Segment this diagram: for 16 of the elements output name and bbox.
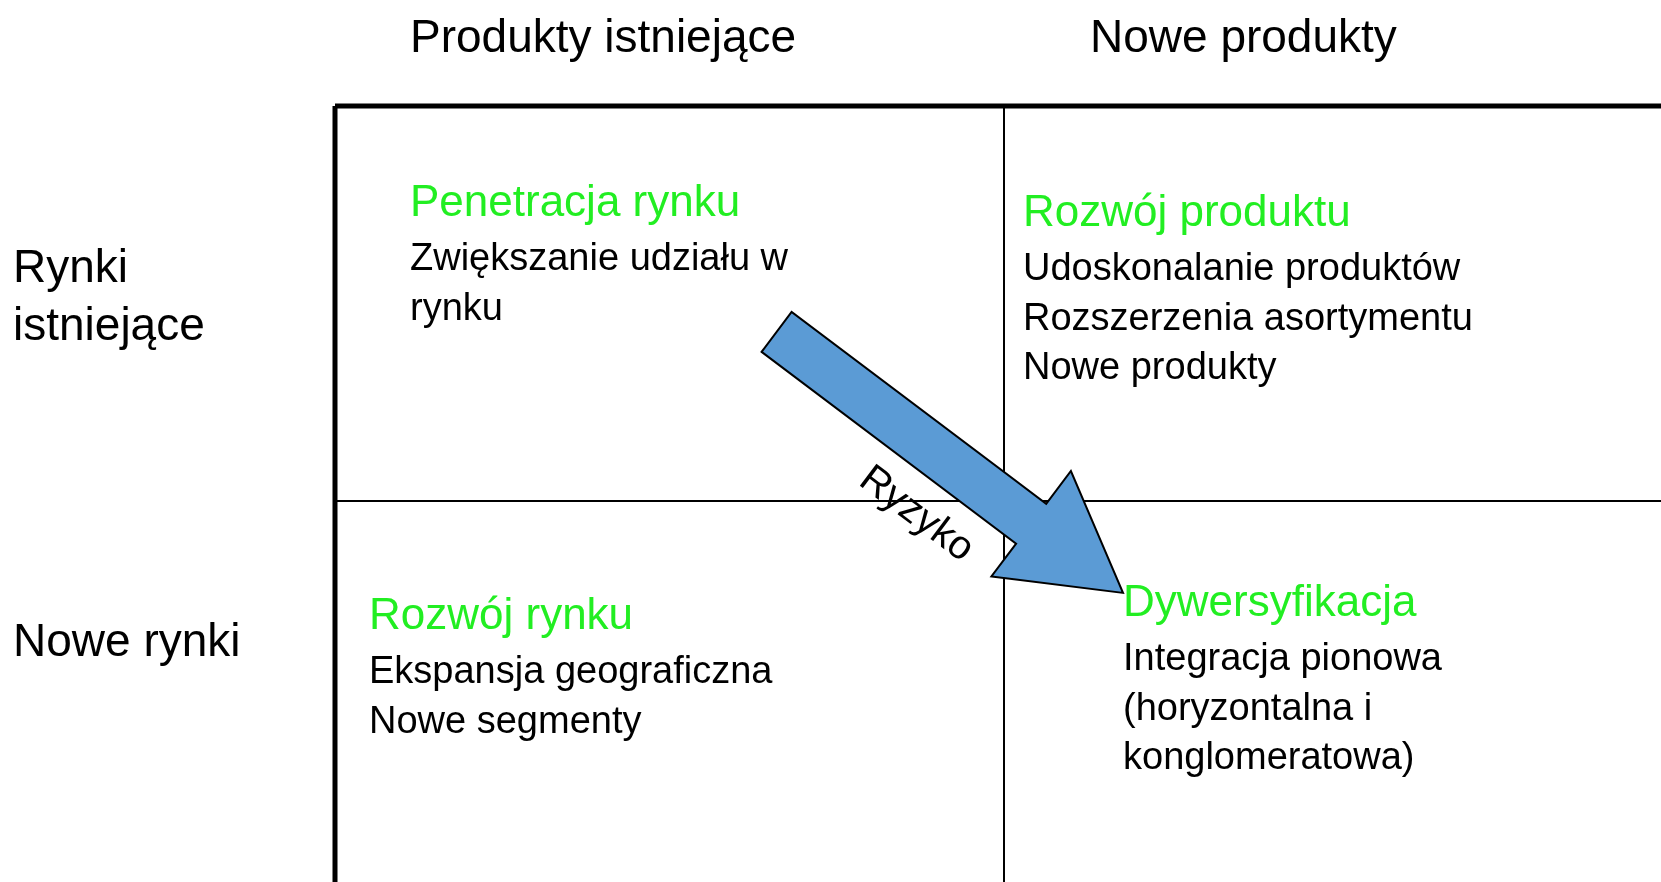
strategy-item: Zwiększanie udziału w rynku — [410, 235, 790, 330]
block-arrow — [760, 310, 1125, 595]
column-header: Produkty istniejące — [410, 9, 797, 64]
row-header: Rynki istniejące — [13, 239, 206, 352]
strategy-item: Nowe produkty — [1023, 343, 1278, 389]
strategy-item: Udoskonalanie produktów — [1023, 245, 1462, 291]
strategy-heading: Rozwój produktu — [1023, 185, 1352, 237]
strategy-heading: Dywersyfikacja — [1123, 575, 1418, 627]
strategy-item: Nowe segmenty — [369, 697, 643, 743]
strategy-item: Ekspansja geograficzna — [369, 648, 774, 694]
strategy-item: Rozszerzenia asortymentu — [1023, 294, 1474, 340]
strategy-heading: Penetracja rynku — [410, 175, 742, 227]
column-header: Nowe produkty — [1090, 9, 1397, 64]
strategy-heading: Rozwój rynku — [369, 588, 635, 640]
row-header: Nowe rynki — [13, 613, 241, 668]
strategy-item: Integracja pionowa (horyzontalna i konglomeratowa) — [1123, 635, 1443, 779]
